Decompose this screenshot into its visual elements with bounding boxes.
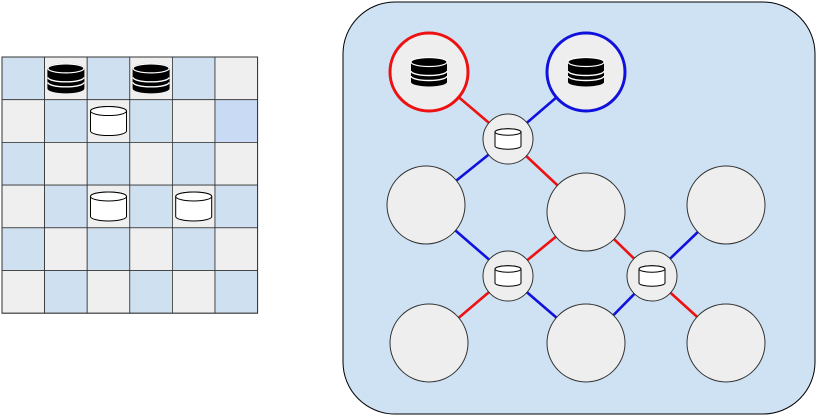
board-cell-r3-c3[interactable] (129, 184, 173, 229)
stack-band (410, 70, 448, 77)
stack-top (90, 106, 127, 117)
stack-band (567, 75, 605, 82)
node-junction-top[interactable] (482, 113, 534, 165)
stack-dark-icon (410, 56, 448, 87)
board-cell-r4-c2[interactable] (86, 227, 131, 271)
stack-light-icon (90, 191, 127, 222)
board-cell-r5-c0[interactable] (1, 270, 45, 314)
node-junction-left[interactable] (482, 250, 534, 302)
board-cell-r5-c3[interactable] (129, 270, 173, 314)
stack-band (132, 77, 170, 83)
board-cell-r2-c3[interactable] (129, 141, 173, 186)
stack-band (567, 70, 605, 77)
stack-band (410, 75, 448, 82)
board-cell-r2-c5[interactable] (214, 141, 258, 186)
board-cell-r0-c0[interactable] (1, 56, 45, 101)
game-board (1, 56, 259, 314)
stack-dark-icon (47, 63, 85, 94)
stack-light-icon (90, 106, 127, 137)
board-cell-r4-c1[interactable] (44, 227, 88, 271)
board-border (1, 56, 259, 314)
node-bottom-right[interactable] (686, 303, 766, 383)
stack-light-icon (638, 265, 666, 287)
stack-dark-icon (567, 56, 605, 87)
node-bottom-left[interactable] (389, 303, 469, 383)
stack-band (47, 77, 85, 83)
board-cell-r0-c2[interactable] (86, 56, 131, 101)
node-circle[interactable] (546, 172, 626, 252)
board-cell-r5-c5[interactable] (214, 270, 258, 314)
board-cell-r2-c0[interactable] (1, 141, 45, 186)
node-bottom-center[interactable] (546, 303, 626, 383)
board-cell-r4-c5[interactable] (214, 227, 258, 271)
node-circle[interactable] (389, 303, 469, 383)
stack-top (175, 191, 213, 202)
board-cell-r2-c1[interactable] (44, 141, 88, 186)
board-cell-r1-c3[interactable] (129, 99, 173, 143)
board-cell-r1-c4[interactable] (171, 99, 216, 143)
node-circle[interactable] (686, 303, 766, 383)
board-cell-r5-c1[interactable] (44, 270, 88, 314)
board-cell-r1-c5[interactable] (214, 99, 258, 143)
stack-top (90, 191, 127, 202)
stack-band (132, 82, 170, 88)
stack-top (410, 56, 448, 68)
board-cell-r1-c0[interactable] (1, 99, 45, 143)
stack-light-icon (175, 191, 213, 222)
node-mid-left[interactable] (386, 165, 466, 245)
stack-light-icon (494, 128, 522, 150)
stack-top (494, 265, 522, 273)
graph-panel (342, 1, 816, 415)
stack-dark-icon (132, 63, 170, 94)
graph-nodes (386, 31, 766, 383)
node-circle[interactable] (686, 165, 766, 245)
stack-top (638, 265, 666, 273)
stack-top (47, 63, 85, 74)
stack-band (47, 82, 85, 88)
stack-top (132, 63, 170, 74)
board-cell-r1-c1[interactable] (44, 99, 88, 143)
node-junction-right[interactable] (626, 250, 678, 302)
stack-light-icon (494, 265, 522, 287)
board-cell-r0-c5[interactable] (214, 56, 258, 101)
node-circle[interactable] (386, 165, 466, 245)
board-cell-r5-c4[interactable] (171, 270, 216, 314)
board-cell-r0-c4[interactable] (171, 56, 216, 101)
node-mid-right[interactable] (686, 165, 766, 245)
board-cell-r4-c3[interactable] (129, 227, 173, 271)
stack-top (567, 56, 605, 68)
board-cell-r3-c1[interactable] (44, 184, 88, 229)
board-cell-r4-c4[interactable] (171, 227, 216, 271)
node-blue-root[interactable] (545, 31, 627, 113)
board-cell-r3-c5[interactable] (214, 184, 258, 229)
node-red-root[interactable] (388, 31, 470, 113)
board-cell-r2-c4[interactable] (171, 141, 216, 186)
node-circle[interactable] (546, 303, 626, 383)
node-mid-center[interactable] (546, 172, 626, 252)
board-cell-r2-c2[interactable] (86, 141, 131, 186)
stack-top (494, 128, 522, 136)
board-cell-r4-c0[interactable] (1, 227, 45, 271)
board-cell-r3-c0[interactable] (1, 184, 45, 229)
board-cell-r5-c2[interactable] (86, 270, 131, 314)
